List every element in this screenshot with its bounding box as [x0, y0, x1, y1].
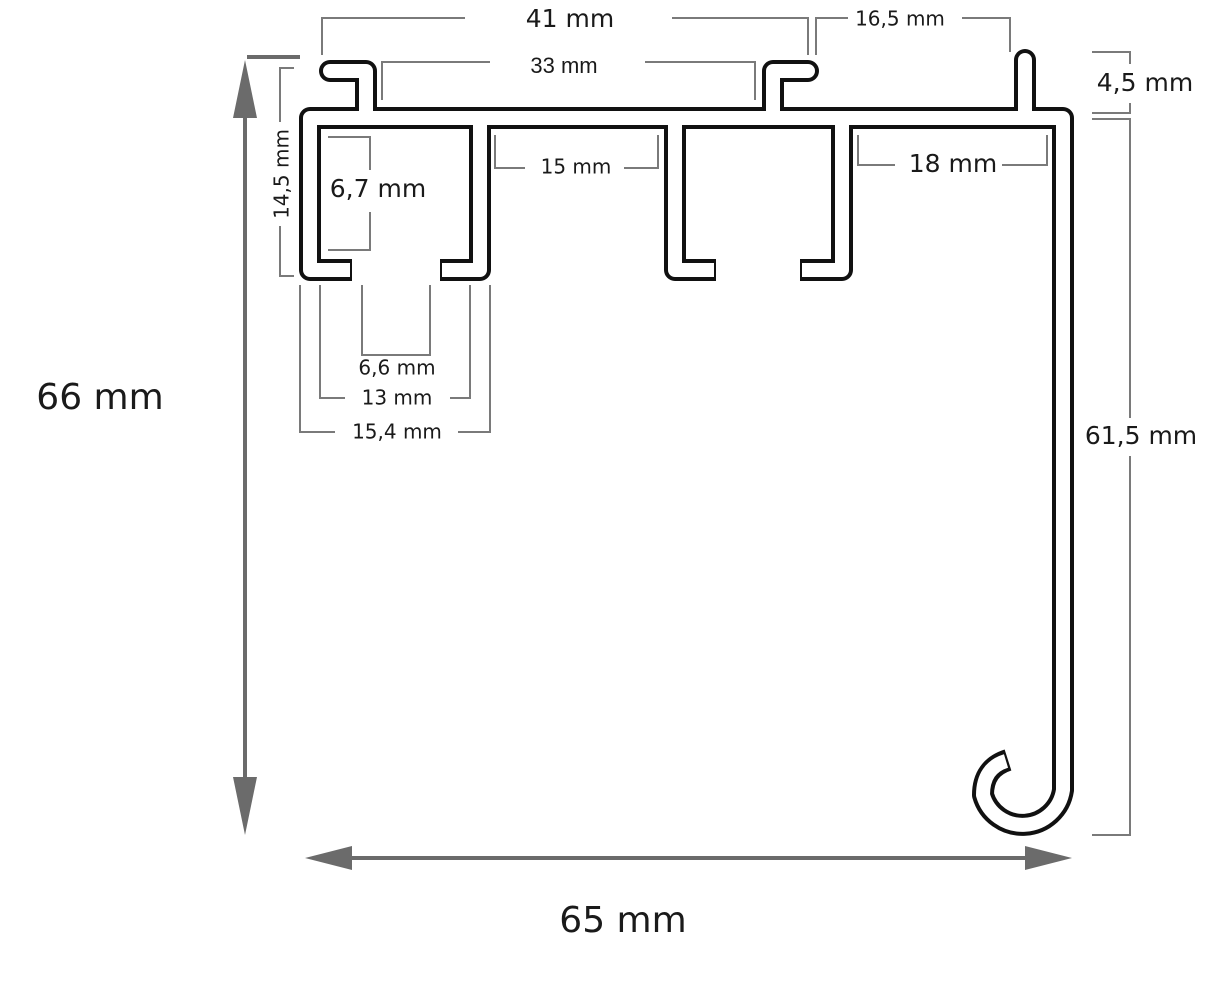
label-61-5mm: 61,5 mm [1085, 421, 1197, 450]
dimension-18mm: 18 mm [857, 135, 1048, 178]
dimension-4-5mm: 4,5 mm [1092, 51, 1193, 114]
label-6-7mm: 6,7 mm [330, 174, 426, 203]
label-65mm: 65 mm [559, 900, 686, 941]
label-66mm: 66 mm [36, 377, 163, 418]
dimension-41mm: 41 mm [321, 4, 809, 55]
label-14-5mm: 14,5 mm [270, 129, 294, 219]
arrow-left-icon [305, 846, 352, 870]
label-13mm: 13 mm [362, 386, 433, 410]
label-15-4mm: 15,4 mm [352, 420, 442, 444]
dimension-16-5mm: 16,5 mm [815, 7, 1011, 55]
dimension-13mm: 13 mm [319, 285, 471, 410]
label-6-6mm: 6,6 mm [358, 356, 435, 380]
dimension-6-7mm: 6,7 mm [328, 136, 426, 251]
dimension-15-4mm: 15,4 mm [299, 285, 491, 444]
arrow-up-icon [233, 60, 257, 118]
dimension-65mm: 65 mm [305, 846, 1072, 941]
label-41mm: 41 mm [526, 4, 614, 33]
label-4-5mm: 4,5 mm [1097, 68, 1193, 97]
rail-profile [299, 49, 1074, 836]
label-16-5mm: 16,5 mm [855, 7, 945, 31]
dimension-6-6mm: 6,6 mm [358, 285, 436, 380]
label-18mm: 18 mm [909, 149, 997, 178]
arrow-down-icon [233, 777, 257, 835]
dimension-61-5mm: 61,5 mm [1085, 118, 1197, 836]
label-15mm: 15 mm [541, 155, 612, 179]
dimension-33mm: 33 mm [381, 53, 756, 100]
dimension-15mm: 15 mm [494, 135, 659, 179]
dimension-14-5mm: 14,5 mm [270, 67, 294, 277]
dimension-66mm: 66 mm [36, 55, 300, 835]
label-33mm: 33 mm [530, 53, 597, 78]
arrow-right-icon [1025, 846, 1072, 870]
